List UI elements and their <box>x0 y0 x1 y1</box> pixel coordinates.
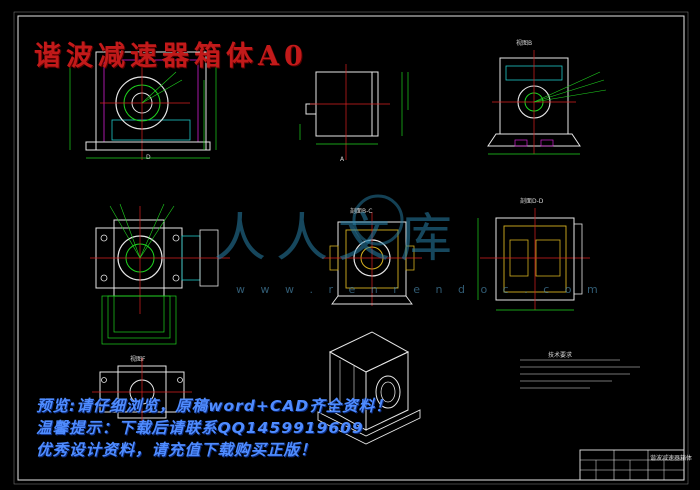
view-label-section-bc: 剖面B-C <box>350 208 373 215</box>
view-label-a: A <box>340 156 345 163</box>
view-middle-left <box>90 203 230 345</box>
drawing-border <box>13 11 689 485</box>
watermark-emblem <box>352 194 404 246</box>
watermark-url: w w w . r e n r e n d o c . c o m <box>236 283 604 296</box>
drawing-frame <box>17 15 685 481</box>
view-label-section-dd: 剖面D-D <box>520 198 544 205</box>
overlay-preview-line: 预览:请仔细浏览，原稿word+CAD齐全资料！ <box>36 397 392 415</box>
view-label-f: 视图F <box>130 356 146 363</box>
view-section-bc <box>322 212 422 306</box>
drawing-title-overlay: 谐波减速器箱体A0 <box>34 41 308 72</box>
view-label-b: 视图B <box>516 40 533 47</box>
view-f <box>92 358 192 426</box>
overlay-purchase-line: 优秀设计资料，请充值下载购买正版！ <box>36 441 317 459</box>
view-label-d: D <box>146 154 151 161</box>
view-top-right <box>487 50 607 155</box>
title-block <box>579 449 685 481</box>
tech-notes-title: 技术要求 <box>548 352 573 359</box>
watermark-text: 人人文库 <box>214 209 463 269</box>
view-section-dd <box>477 208 590 311</box>
title-block-name: 谐波减速器箱体 <box>650 455 693 462</box>
view-top-left <box>69 45 217 160</box>
view-isometric <box>317 331 421 445</box>
overlay-contact-line: 温馨提示：下载后请联系QQ1459919609 <box>36 419 364 437</box>
view-top-middle <box>299 64 409 160</box>
technical-notes <box>520 359 640 389</box>
